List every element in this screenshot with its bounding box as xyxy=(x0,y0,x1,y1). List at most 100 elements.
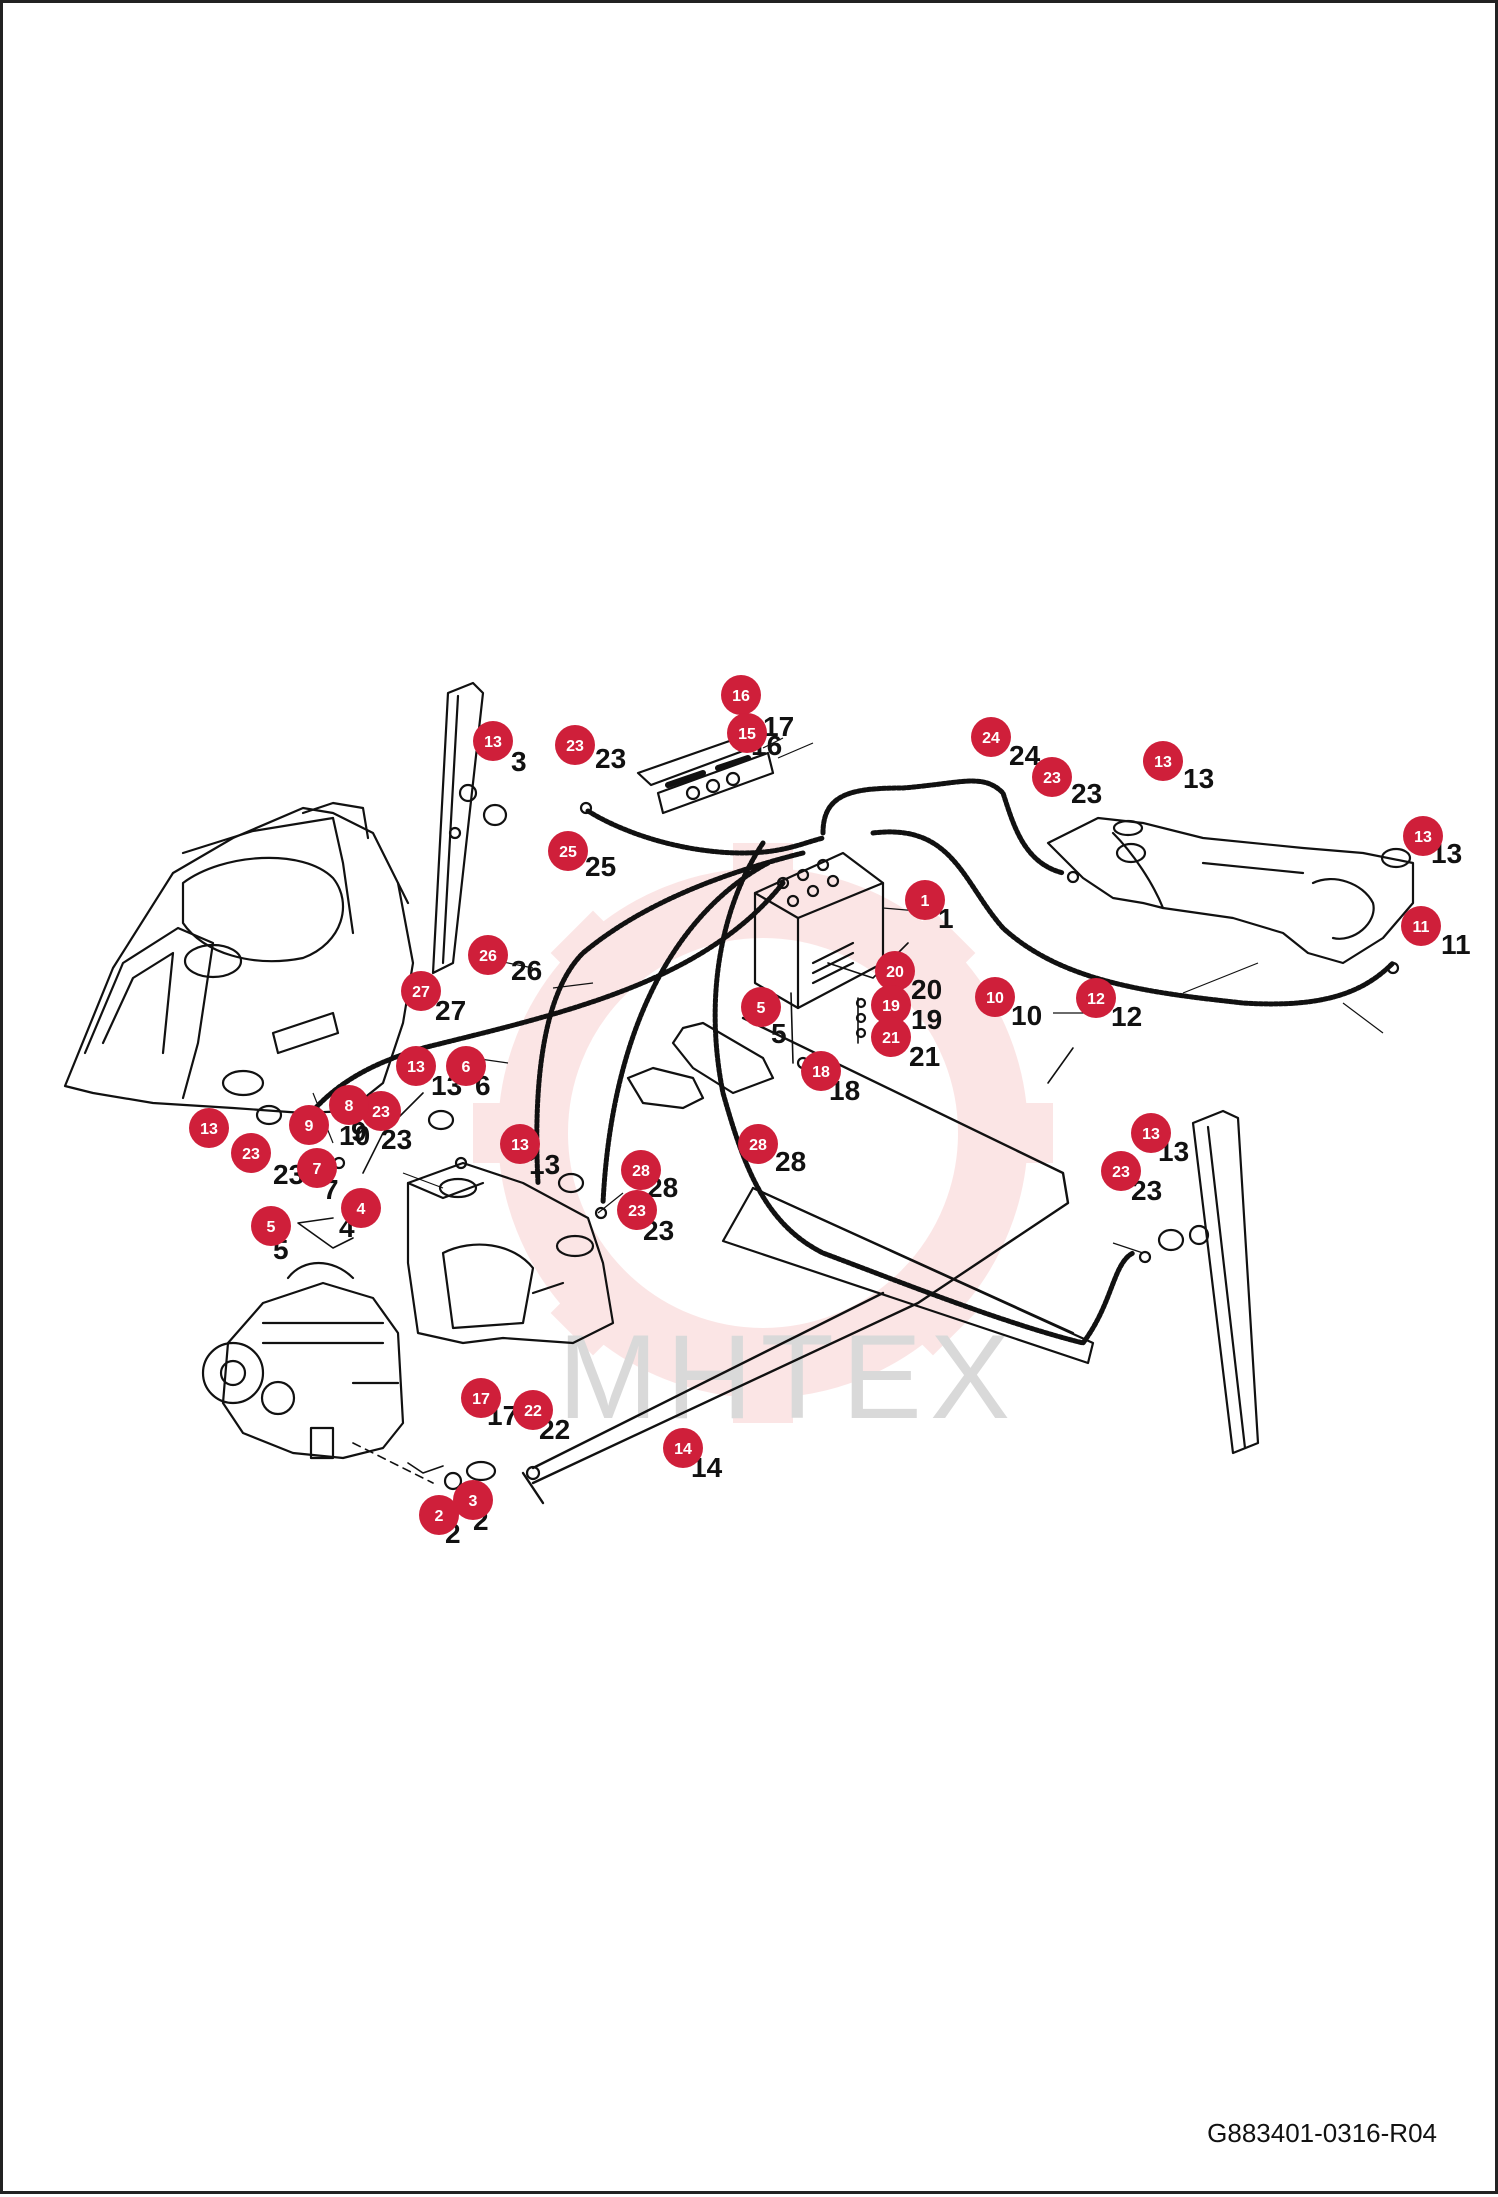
part-number-label: 24 xyxy=(1009,740,1041,771)
callout-number: 23 xyxy=(566,738,584,755)
hose-28 xyxy=(600,840,1136,1346)
callout-circle xyxy=(1131,1113,1171,1153)
callout-circle xyxy=(741,987,781,1027)
callout-circle xyxy=(289,1105,329,1145)
left-pillar xyxy=(431,681,485,975)
exploded-parts-diagram: MHTEX xyxy=(63,675,1471,1549)
callout-circle xyxy=(905,880,945,920)
callout-number: 1 xyxy=(921,893,930,910)
callout-number: 9 xyxy=(305,1118,314,1135)
callout-circle xyxy=(1032,757,1072,797)
part-number-label: 12 xyxy=(1111,1001,1142,1032)
callout-balloon: 28 xyxy=(621,1150,661,1190)
callout-number: 13 xyxy=(407,1059,425,1076)
part-number-label: 17 xyxy=(763,711,794,742)
callout-balloon: 25 xyxy=(548,831,588,871)
callout-circle xyxy=(341,1188,381,1228)
callout-circle xyxy=(738,1124,778,1164)
callout-circle xyxy=(548,831,588,871)
callout-balloon: 16 xyxy=(721,675,761,715)
callout-balloon: 23 xyxy=(231,1133,271,1173)
callout-balloon: 13 xyxy=(1143,741,1183,781)
callout-circle xyxy=(473,721,513,761)
callout-circle xyxy=(975,977,1015,1017)
callout-circle xyxy=(500,1124,540,1164)
callout-number: 13 xyxy=(1414,829,1432,846)
callout-balloon: 24 xyxy=(971,717,1011,757)
callout-number: 26 xyxy=(479,948,497,965)
callout-balloon: 23 xyxy=(1101,1151,1141,1191)
callout-number: 23 xyxy=(372,1104,390,1121)
callout-number: 20 xyxy=(886,964,904,981)
part-number-label: 19 xyxy=(911,1004,942,1035)
part-number-label: 26 xyxy=(511,955,542,986)
part-number-label: 1 xyxy=(938,903,954,934)
callout-balloon: 23 xyxy=(1032,757,1072,797)
callout-balloon: 26 xyxy=(468,935,508,975)
callout-number: 10 xyxy=(986,990,1004,1007)
hose-24 xyxy=(820,778,1066,876)
callout-number: 7 xyxy=(313,1161,322,1178)
callout-balloon: 19 xyxy=(871,985,911,1025)
hose-26 xyxy=(534,850,806,1186)
callout-balloon: 3 xyxy=(453,1480,493,1520)
callout-balloon: 22 xyxy=(513,1390,553,1430)
callout-circle xyxy=(727,713,767,753)
hose-27 xyxy=(300,880,786,1126)
callout-balloon: 13 xyxy=(396,1046,436,1086)
bracket-plate xyxy=(636,736,775,815)
callout-circle xyxy=(871,985,911,1025)
callout-number: 28 xyxy=(632,1163,650,1180)
callout-circle xyxy=(871,1017,911,1057)
fittings xyxy=(255,801,1412,1491)
callout-balloon: 13 xyxy=(1403,816,1443,856)
callout-circle xyxy=(446,1046,486,1086)
callout-circle xyxy=(453,1480,493,1520)
gasket-frame xyxy=(626,1021,775,1110)
callout-circle xyxy=(513,1390,553,1430)
callout-number: 28 xyxy=(749,1137,767,1154)
callout-number: 13 xyxy=(484,734,502,751)
callout-circle xyxy=(721,675,761,715)
callout-number: 23 xyxy=(242,1146,260,1163)
callout-number: 15 xyxy=(738,726,756,743)
callout-balloon: 5 xyxy=(741,987,781,1027)
callout-balloon: 9 xyxy=(289,1105,329,1145)
callout-balloon: 15 xyxy=(727,713,767,753)
callout-circle xyxy=(329,1085,369,1125)
callout-number: 14 xyxy=(674,1441,692,1458)
engine xyxy=(201,1261,405,1460)
callout-number: 13 xyxy=(200,1121,218,1138)
callout-number: 18 xyxy=(812,1064,830,1081)
callout-number: 21 xyxy=(882,1030,900,1047)
callout-circle xyxy=(801,1051,841,1091)
part-number-label: 5 xyxy=(771,1018,787,1049)
part-number-label: 25 xyxy=(585,851,616,882)
callout-balloon: 18 xyxy=(801,1051,841,1091)
callout-number: 5 xyxy=(267,1219,276,1236)
callout-number: 13 xyxy=(511,1137,529,1154)
callout-circle xyxy=(189,1108,229,1148)
right-pillar xyxy=(1188,1109,1260,1455)
callout-circle xyxy=(396,1046,436,1086)
callout-number: 12 xyxy=(1087,991,1105,1008)
callout-balloon: 5 xyxy=(251,1206,291,1246)
callout-number: 8 xyxy=(345,1098,354,1115)
callout-balloon: 6 xyxy=(446,1046,486,1086)
callout-balloon: 13 xyxy=(473,721,513,761)
part-number-label: 13 xyxy=(1183,763,1214,794)
callout-balloon: 11 xyxy=(1401,906,1441,946)
fuel-line-14 xyxy=(521,1016,1070,1505)
right-tank xyxy=(1046,816,1415,965)
callout-circle xyxy=(875,951,915,991)
callout-circle xyxy=(971,717,1011,757)
callout-circle xyxy=(419,1495,459,1535)
part-number-label: 10 xyxy=(339,1120,370,1151)
callout-circle xyxy=(555,725,595,765)
callout-number: 25 xyxy=(559,844,577,861)
callout-balloon: 14 xyxy=(663,1428,703,1468)
callout-balloon: 23 xyxy=(617,1190,657,1230)
callout-balloon: 1 xyxy=(905,880,945,920)
